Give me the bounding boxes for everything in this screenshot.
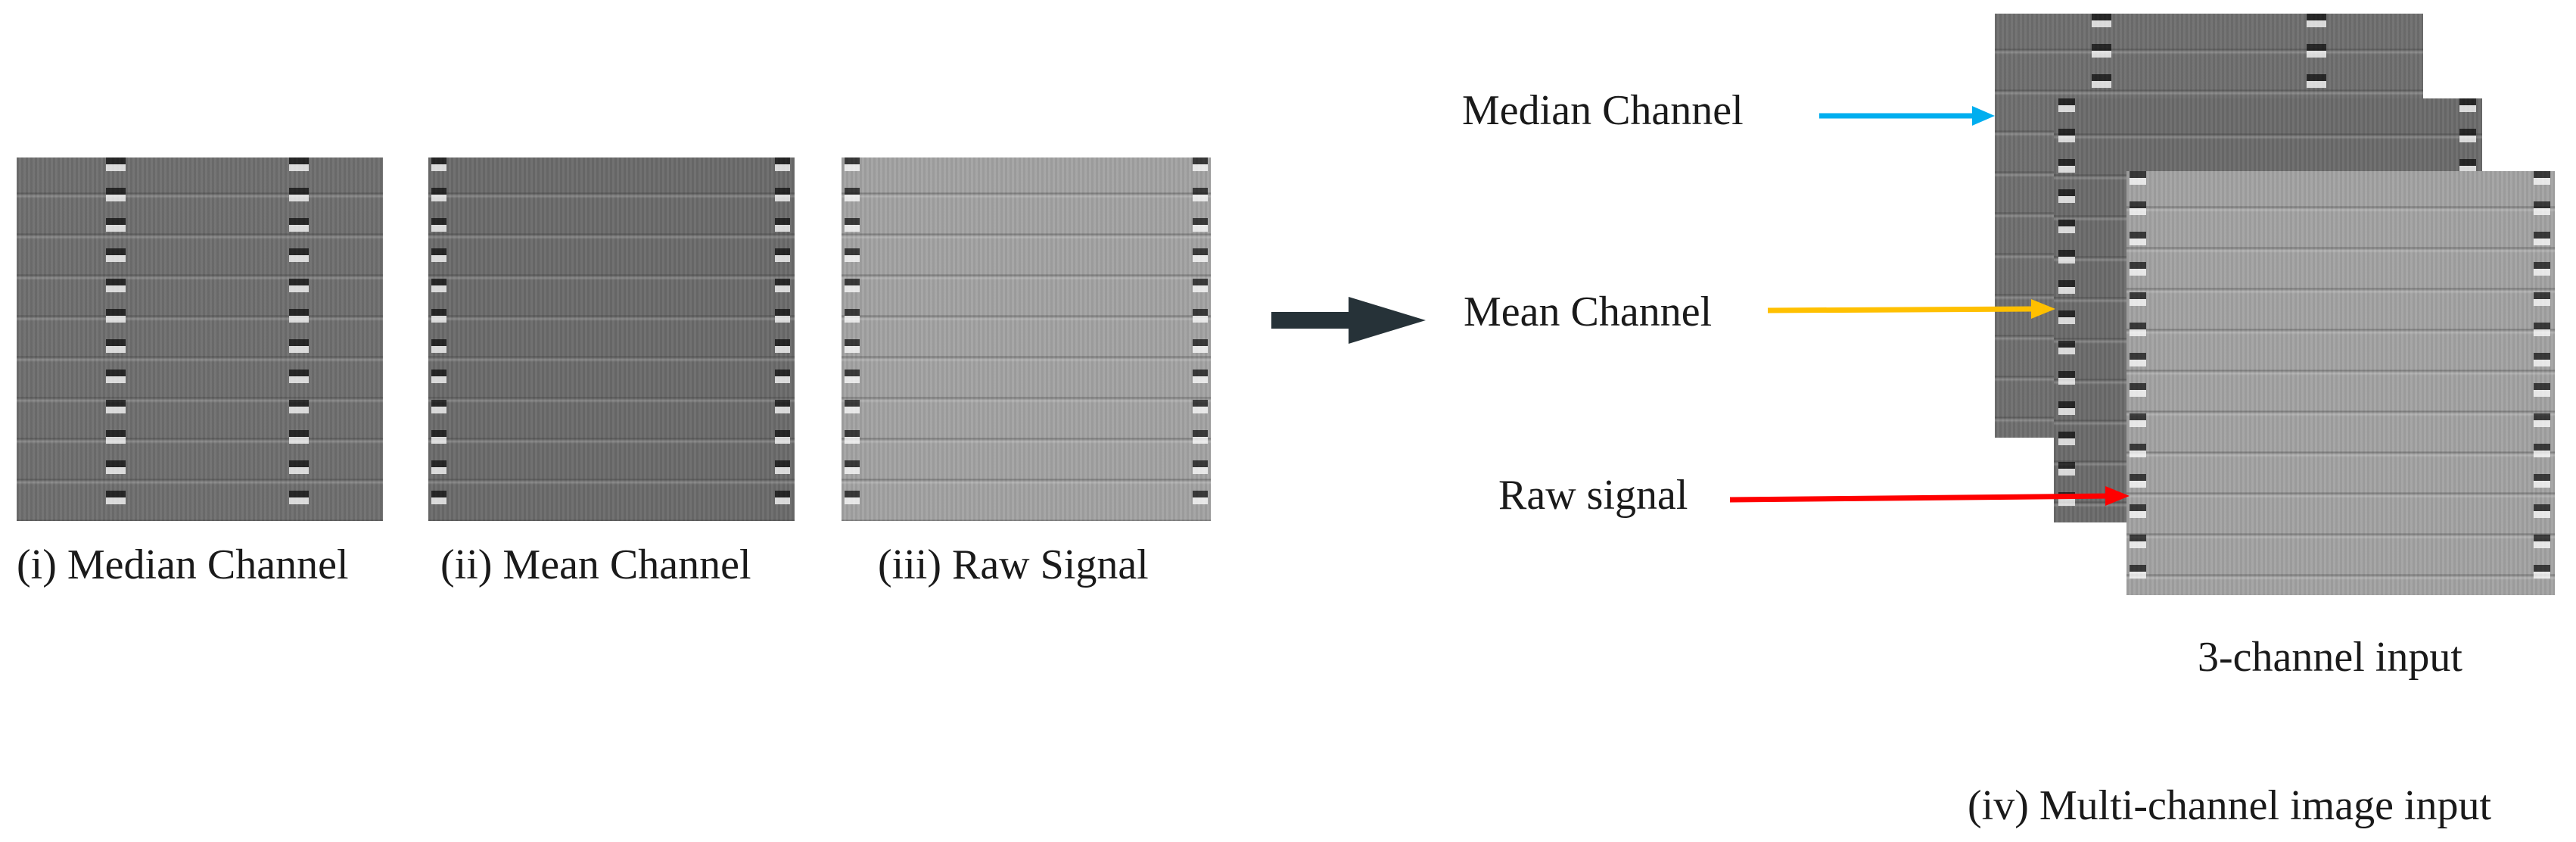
caption-raw-signal: (iii) Raw Signal bbox=[878, 541, 1149, 588]
figure-title: (iv) Multi-channel image input bbox=[1968, 782, 2492, 829]
stack-mean-stripe-left bbox=[2058, 98, 2075, 522]
stack-label-raw: Raw signal bbox=[1498, 472, 1688, 519]
mean-channel-image bbox=[428, 157, 795, 521]
main-arrow-icon bbox=[1271, 297, 1426, 344]
mean-arrow-icon bbox=[1767, 299, 2055, 319]
median-channel-image bbox=[17, 157, 383, 521]
median-stripe-left bbox=[106, 157, 126, 521]
raw-signal-image bbox=[842, 157, 1211, 521]
caption-mean-channel: (ii) Mean Channel bbox=[440, 541, 751, 588]
raw-arrow-icon bbox=[1729, 486, 2130, 506]
mean-stripe-left bbox=[431, 157, 446, 521]
stack-raw-layer bbox=[2126, 171, 2555, 595]
stack-label-median: Median Channel bbox=[1462, 87, 1744, 134]
raw-stripe-left bbox=[845, 157, 860, 521]
stack-caption: 3-channel input bbox=[2198, 634, 2462, 681]
stack-label-mean: Mean Channel bbox=[1464, 288, 1713, 335]
median-arrow-icon bbox=[1819, 106, 1995, 126]
mean-stripe-right bbox=[775, 157, 790, 521]
stack-raw-stripe-right bbox=[2534, 171, 2550, 595]
median-stripe-right bbox=[289, 157, 309, 521]
caption-median-channel: (i) Median Channel bbox=[17, 541, 349, 588]
raw-stripe-right bbox=[1193, 157, 1208, 521]
stack-raw-stripe-left bbox=[2130, 171, 2146, 595]
